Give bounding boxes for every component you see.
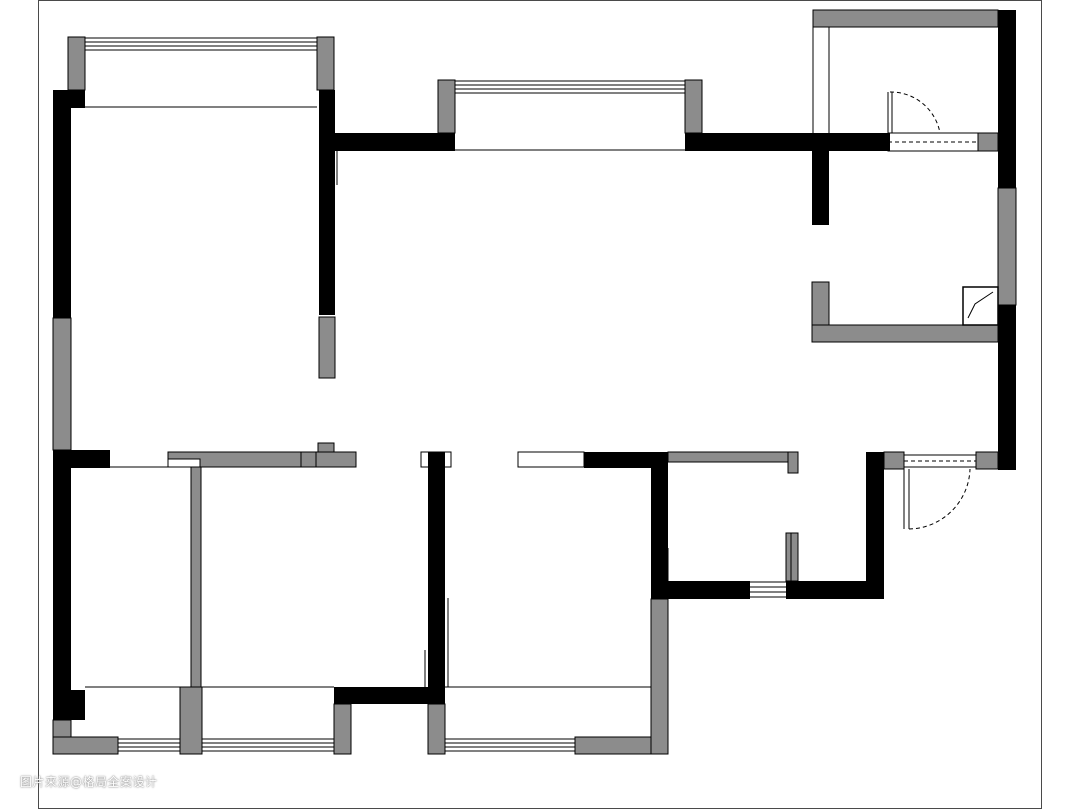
room-bedroom-right [427, 598, 669, 755]
drawing-frame [38, 0, 1042, 809]
window-bedroom-left [118, 738, 180, 752]
wall-mid-partition [53, 442, 668, 720]
door-balcony [887, 91, 979, 152]
window-bedroom-middle [202, 738, 334, 752]
room-bedroom-middle [202, 452, 445, 755]
door-bathroom-opening [750, 581, 786, 598]
room-balcony [812, 9, 1016, 188]
window-master-bedroom [85, 37, 317, 51]
window-living-room [455, 80, 685, 94]
wall-living-top [335, 79, 890, 151]
room-bathroom [651, 451, 884, 599]
watermark: 图片来源@格局全案设计 [20, 775, 158, 789]
window-bedroom-right [445, 738, 575, 752]
room-kitchen [811, 151, 1017, 470]
room-bedroom-left [52, 466, 203, 755]
room-master-bedroom [52, 36, 338, 451]
door-entry [883, 451, 999, 530]
